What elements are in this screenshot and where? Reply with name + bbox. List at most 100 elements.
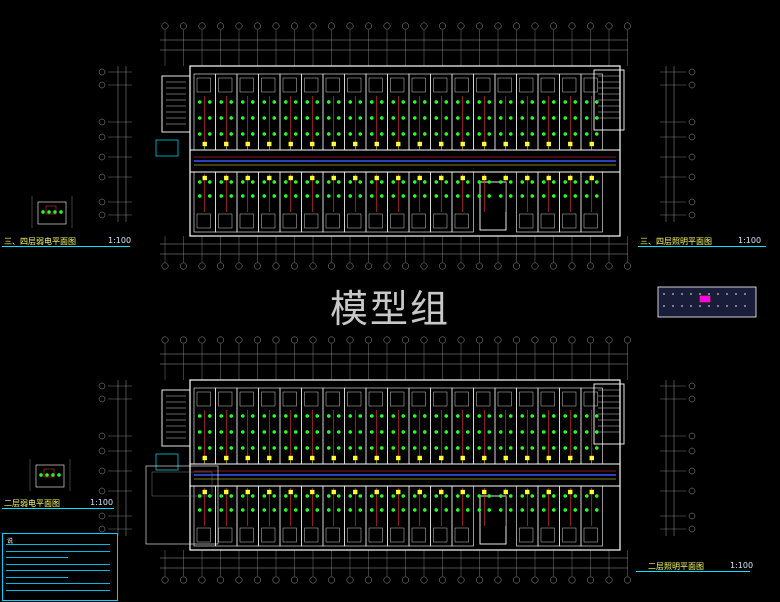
axis-bubble (346, 22, 354, 30)
device-symbol (551, 446, 556, 450)
axis-bubble (420, 262, 428, 270)
device-symbol (41, 210, 45, 214)
device-symbol (477, 446, 482, 450)
device-symbol (229, 100, 234, 104)
device-symbol (508, 494, 513, 498)
axis-bubble (291, 576, 298, 584)
junction-box (589, 141, 594, 147)
stair-core (593, 383, 625, 445)
device-symbol (444, 100, 449, 104)
device-symbol (240, 508, 245, 512)
junction-box (353, 175, 358, 181)
device-symbol (305, 508, 310, 512)
axis-bubble (476, 22, 483, 30)
device-symbol (541, 430, 546, 434)
device-symbol (573, 508, 578, 512)
axis-bubble (328, 22, 335, 30)
axis-bubble (494, 336, 502, 344)
device-symbol (573, 494, 578, 498)
device-symbol (551, 430, 556, 434)
device-symbol (207, 132, 212, 136)
axis-bubble (235, 576, 243, 584)
junction-box (224, 455, 229, 461)
device-symbol (465, 194, 470, 198)
axis-bubble (420, 576, 428, 584)
bathroom (218, 391, 233, 407)
axis-bubble (180, 262, 187, 270)
device-symbol (315, 508, 320, 512)
bathroom (562, 77, 577, 93)
device-symbol (197, 116, 202, 120)
device-symbol (541, 180, 546, 184)
bathroom (411, 213, 426, 229)
axis-bubble (383, 336, 391, 344)
device-symbol (508, 430, 513, 434)
bathroom (562, 213, 577, 229)
device-symbol (391, 414, 396, 418)
axis-bubble (180, 22, 187, 30)
axis-bubble (98, 382, 106, 390)
junction-box (503, 455, 508, 461)
bathroom (261, 213, 276, 229)
annex-room (151, 471, 213, 497)
device-symbol (293, 116, 298, 120)
axis-bubble (420, 22, 428, 30)
device-symbol (272, 180, 277, 184)
device-symbol (498, 494, 503, 498)
device-symbol (434, 194, 439, 198)
device-symbol (584, 430, 589, 434)
axis-bubble (309, 262, 317, 270)
bathroom (476, 77, 491, 93)
axis-bubble (513, 576, 520, 584)
bathroom (282, 213, 297, 229)
device-symbol (412, 446, 417, 450)
axis-bubble (254, 262, 261, 270)
axis-bubble (605, 22, 613, 30)
axis-bubble (254, 22, 261, 30)
device-symbol (520, 194, 525, 198)
junction-box (245, 455, 250, 461)
bathroom (562, 391, 577, 407)
junction-box (503, 175, 508, 181)
device-symbol (262, 494, 267, 498)
room (451, 171, 474, 233)
notes-text-line (6, 563, 110, 565)
device-symbol (272, 116, 277, 120)
junction-box (417, 489, 422, 495)
device-symbol (358, 180, 363, 184)
device-symbol (465, 180, 470, 184)
device-symbol (412, 194, 417, 198)
junction-box (439, 455, 444, 461)
device-symbol (207, 446, 212, 450)
device-symbol (391, 508, 396, 512)
device-symbol (262, 100, 267, 104)
junction-box (267, 175, 272, 181)
device-symbol (379, 116, 384, 120)
device-symbol (207, 194, 212, 198)
axis-bubble (98, 395, 106, 403)
device-symbol (477, 430, 482, 434)
device-symbol (551, 414, 556, 418)
axis-bubble (383, 576, 391, 584)
device-symbol (573, 100, 578, 104)
device-symbol (455, 446, 460, 450)
axis-bubble (217, 22, 224, 30)
device-symbol (487, 100, 492, 104)
bathroom (433, 77, 448, 93)
axis-bubble (98, 512, 106, 520)
axis-bubble (98, 173, 106, 181)
device-symbol (563, 132, 568, 136)
device-symbol (240, 414, 245, 418)
device-symbol (45, 473, 49, 477)
axis-bubble (217, 262, 224, 270)
device-symbol (401, 494, 406, 498)
scale-bottom-left: 1:100 (90, 498, 114, 507)
axis-bubble (291, 22, 298, 30)
stair-core (479, 495, 507, 545)
detail-hatch (680, 304, 684, 308)
axis-bubble (98, 525, 106, 533)
device-symbol (530, 414, 535, 418)
detail-hatch (689, 304, 693, 308)
junction-box (245, 175, 250, 181)
bathroom (304, 527, 319, 543)
